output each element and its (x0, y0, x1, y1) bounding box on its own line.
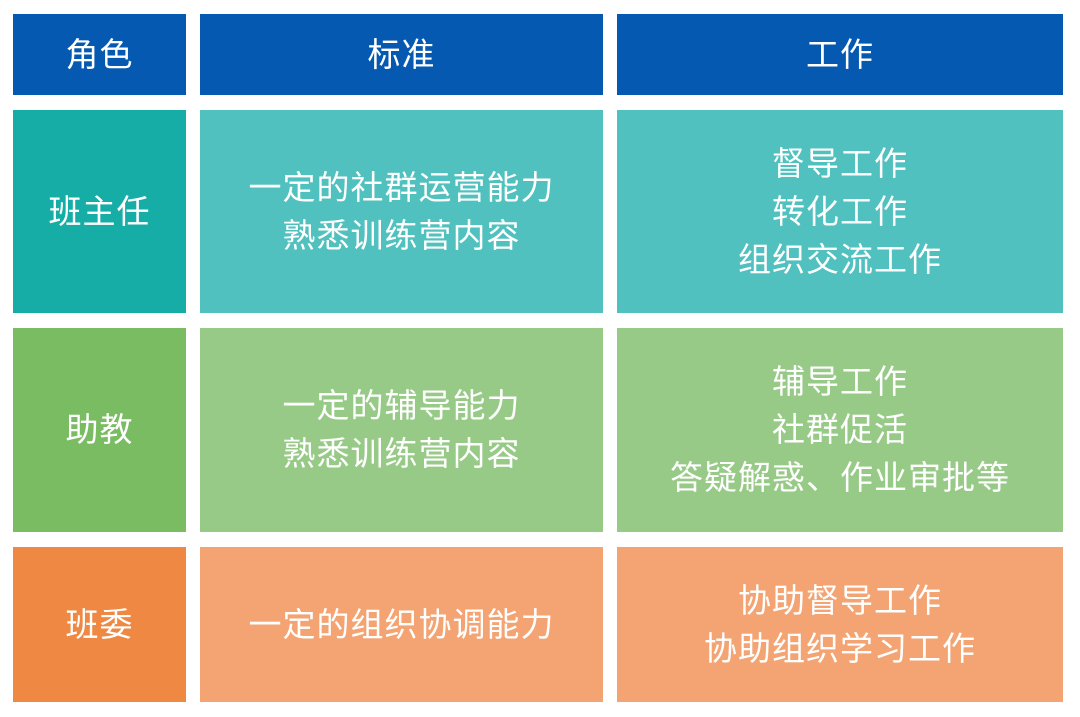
row-2-work-line-1: 辅导工作 (772, 362, 908, 401)
row-2-work-line-3: 答疑解惑、作业审批等 (670, 458, 1010, 497)
row-3-standard-line-1: 一定的组织协调能力 (248, 604, 555, 644)
row-2-standard-line-2: 熟悉训练营内容 (282, 434, 521, 473)
header-work-label: 工作 (806, 34, 874, 74)
roles-table: 角色 标准 工作 班主任 一定的社群运营能力 熟悉训练营内容 督导工作 转化工作… (13, 14, 1063, 702)
row-1-role: 班主任 (48, 191, 151, 231)
row-3-role: 班委 (65, 604, 134, 644)
row-1-work-line-1: 督导工作 (772, 143, 908, 183)
row-1-standard-cell: 一定的社群运营能力 熟悉训练营内容 (200, 110, 603, 313)
row-2-standard-cell: 一定的辅导能力 熟悉训练营内容 (200, 328, 603, 532)
header-work: 工作 (617, 14, 1063, 95)
row-3-work-line-1: 协助督导工作 (738, 580, 942, 620)
header-role: 角色 (13, 14, 186, 95)
row-3-standard-cell: 一定的组织协调能力 (200, 547, 603, 702)
row-2-standard-line-1: 一定的辅导能力 (282, 386, 521, 425)
row-2-role-cell: 助教 (13, 328, 186, 532)
row-1-standard-line-2: 熟悉训练营内容 (282, 215, 521, 255)
row-2-work-line-2: 社群促活 (772, 410, 908, 449)
row-1-work-line-2: 转化工作 (772, 191, 908, 231)
row-1-standard-line-1: 一定的社群运营能力 (248, 167, 555, 207)
row-3-work-cell: 协助督导工作 协助组织学习工作 (617, 547, 1063, 702)
row-3-work-line-2: 协助组织学习工作 (704, 628, 976, 668)
header-role-label: 角色 (65, 34, 134, 74)
row-1-work-line-3: 组织交流工作 (738, 239, 942, 279)
row-1-work-cell: 督导工作 转化工作 组织交流工作 (617, 110, 1063, 313)
row-3-role-cell: 班委 (13, 547, 186, 702)
row-2-role: 助教 (65, 410, 134, 449)
header-standard: 标准 (200, 14, 603, 95)
header-standard-label: 标准 (367, 34, 436, 74)
row-2-work-cell: 辅导工作 社群促活 答疑解惑、作业审批等 (617, 328, 1063, 532)
row-1-role-cell: 班主任 (13, 110, 186, 313)
